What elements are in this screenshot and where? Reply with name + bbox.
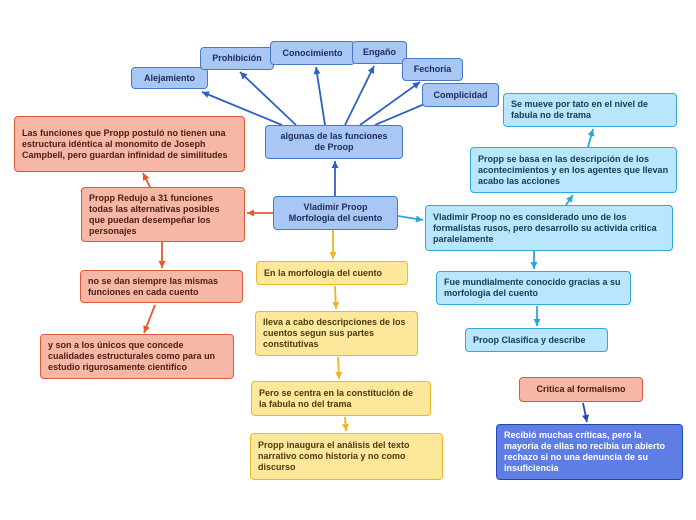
edge-noconsiderado-conocido [530, 251, 538, 269]
inaugura-analisis-node[interactable]: Propp inaugura el análisis del texto nar… [250, 433, 443, 480]
no-considerado-node[interactable]: Vladimir Proop no es considerado uno de … [425, 205, 673, 251]
se-centra-node[interactable]: Pero se centra en la constitución de la … [251, 381, 431, 416]
fechoria-node[interactable]: Fechoria [402, 58, 463, 81]
edge-algunas-alejamiento [201, 91, 283, 126]
recibio-criticas-node[interactable]: Recibió muchas críticas, pero la mayoría… [496, 424, 683, 480]
edge-vladimir-noconsiderado [397, 215, 424, 223]
edge-noconsiderado-basa [565, 194, 574, 206]
edge-algunas-conocimiento [313, 66, 326, 126]
prohibicion-node[interactable]: Prohibición [200, 47, 274, 70]
algunas-funciones-node[interactable]: algunas de las funciones de Proop [265, 125, 403, 159]
engano-node[interactable]: Engaño [352, 41, 407, 64]
vladimir-proop-node[interactable]: Vladimir Proop Morfologia del cuento [273, 196, 398, 230]
edge-vladimir-redujo [247, 209, 273, 217]
unicos-cualidades-node[interactable]: y son a los únicos que concede cualidade… [40, 334, 234, 379]
edge-lleva-centra [335, 356, 343, 380]
mundialmente-conocido-node[interactable]: Fue mundialmente conocido gracias a su m… [436, 271, 631, 305]
complicidad-node[interactable]: Complicidad [422, 83, 499, 107]
edge-algunas-prohibicion [239, 71, 297, 126]
clasifica-describe-node[interactable]: Proop Clasifica y describe [465, 328, 608, 352]
critica-formalismo-node[interactable]: Critica al formalismo [519, 377, 643, 402]
lleva-a-cabo-node[interactable]: lleva a cabo descripciones de los cuento… [255, 311, 418, 356]
se-mueve-node[interactable]: Se mueve por tato en el nivel de fabula … [503, 93, 677, 127]
edge-redujo-nosedan [158, 242, 166, 268]
edge-critica-recibio [582, 402, 589, 423]
funciones-monomito-node[interactable]: Las funciones que Propp postuló no tiene… [14, 116, 245, 172]
propp-redujo-node[interactable]: Propp Redujo a 31 funciones todas las al… [81, 187, 245, 242]
edge-nosedan-unicos [143, 304, 156, 334]
morfologia-cuento-node[interactable]: En la morfologia del cuento [256, 261, 408, 285]
edge-redujo-funciones [142, 172, 151, 188]
alejamiento-node[interactable]: Alejamiento [131, 67, 208, 89]
propp-se-basa-node[interactable]: Propp se basa en las descripción de los … [470, 147, 677, 193]
edge-algunas-fechoria [359, 81, 421, 126]
edge-centra-inaugura [342, 416, 349, 432]
edge-basa-mueve [587, 128, 595, 148]
edge-conocido-clasifica [533, 306, 541, 326]
edge-algunas-engano [344, 65, 375, 126]
edge-vladimir-algunas [331, 161, 339, 196]
edge-vladimir-morfologia [329, 230, 337, 259]
edge-morfologia-lleva [332, 285, 340, 310]
no-se-dan-node[interactable]: no se dan siempre las mismas funciones e… [80, 270, 243, 303]
conocimiento-node[interactable]: Conocimiento [270, 41, 355, 65]
